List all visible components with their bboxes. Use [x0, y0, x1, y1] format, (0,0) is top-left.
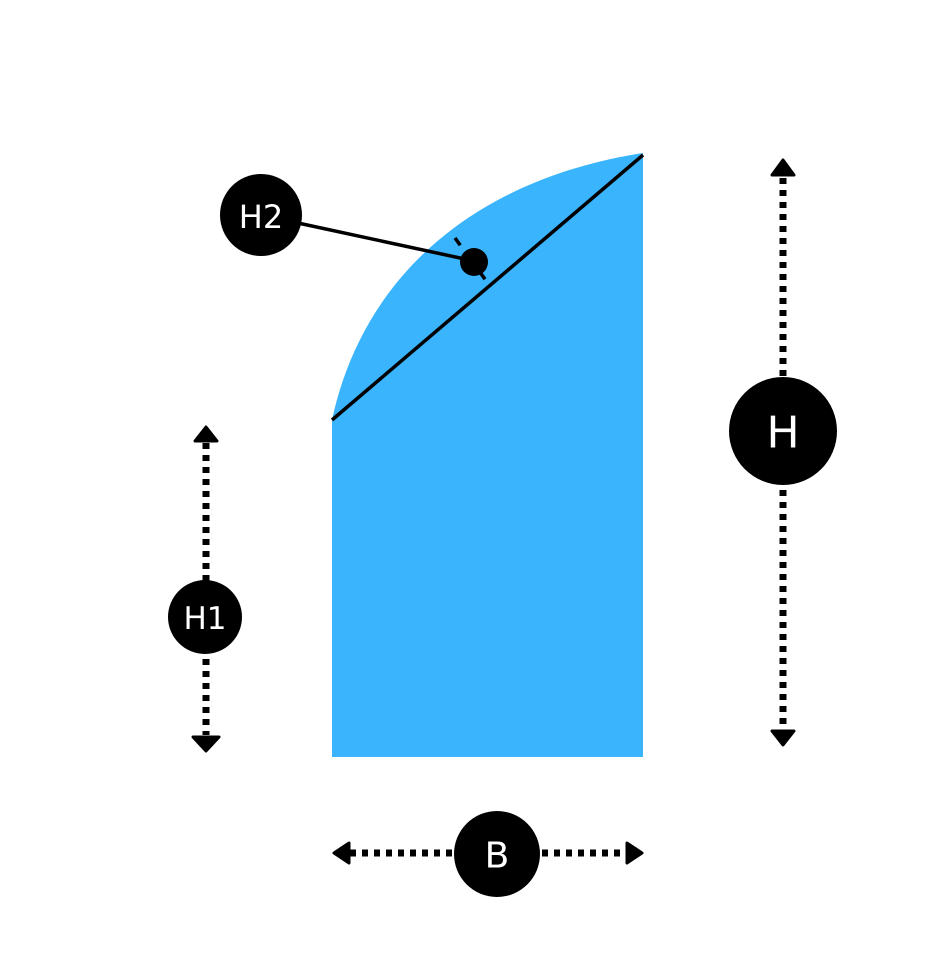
h1-label-badge — [168, 580, 242, 654]
h2-leader-line — [297, 221, 475, 263]
h2-callout: H2 — [220, 174, 302, 256]
h1-label: H1 — [183, 601, 226, 637]
b-arrow-right — [625, 841, 644, 865]
h2-label-badge — [220, 174, 302, 256]
h-arrow-bottom — [770, 729, 796, 747]
b-dimension: B — [332, 811, 644, 897]
chord-line — [330, 153, 645, 422]
h-label-badge — [729, 377, 837, 485]
h2-label: H2 — [239, 198, 283, 236]
h-arrow-top — [770, 158, 796, 177]
h1-arrow-top — [193, 425, 219, 443]
h-dimension: H — [729, 158, 837, 747]
h1-arrow-bottom — [191, 735, 221, 753]
h-label: H — [766, 408, 799, 459]
b-label: B — [485, 836, 510, 877]
h1-dimension: H1 — [168, 425, 242, 753]
arc-rise-dot — [460, 248, 488, 276]
b-arrow-left — [332, 841, 351, 865]
blue-shape — [332, 153, 643, 757]
b-label-badge — [454, 811, 540, 897]
